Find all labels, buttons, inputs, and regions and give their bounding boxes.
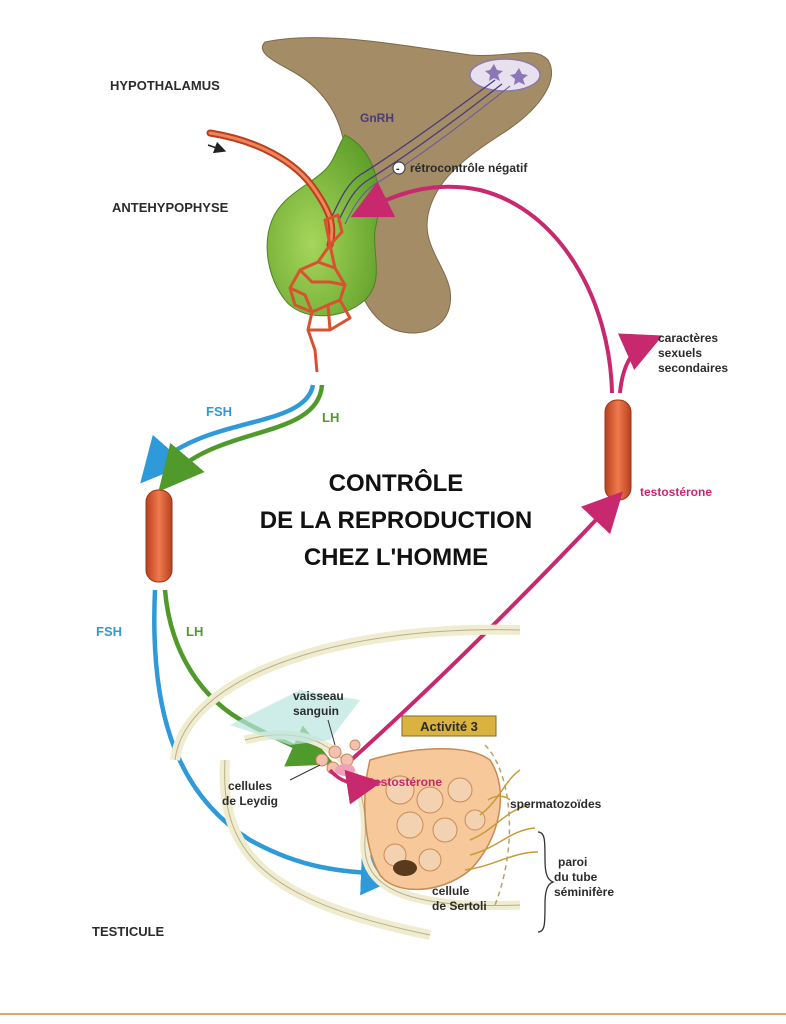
leydig-cell (349, 739, 361, 751)
germ-cell (418, 848, 442, 872)
fsh-label-bottom: FSH (96, 624, 122, 639)
antehypophyse-label: ANTEHYPOPHYSE (112, 200, 229, 215)
title-line-2: DE LA REPRODUCTION (260, 507, 532, 534)
portal-arrow-icon (207, 141, 227, 154)
capillary-network (288, 213, 352, 373)
germ-cell (447, 777, 473, 803)
germ-cell (416, 786, 444, 814)
caracteres-label-1: caractères (658, 331, 718, 345)
testosterone-label-inner: testostérone (370, 775, 442, 789)
lh-label-bottom: LH (186, 624, 203, 639)
cellules-leydig-label-1: cellules (228, 779, 272, 793)
blood-vessel-left (145, 489, 173, 583)
neuron-star-1-icon (485, 64, 503, 81)
paroi-brace (537, 831, 555, 933)
spermatozoid (464, 851, 539, 871)
activite-badge (401, 715, 497, 737)
lh-arrow-bottom (162, 589, 335, 767)
spermatozoid (469, 804, 531, 841)
spermatozoid (469, 827, 536, 856)
blood-vessel-right (604, 399, 632, 501)
spermatozoid (479, 769, 521, 816)
germ-cell (385, 775, 415, 805)
leydig-pointer (289, 764, 321, 781)
lh-arrow-top (158, 384, 325, 492)
caracteres-label-3: secondaires (658, 361, 728, 375)
hypothalamus-label: HYPOTHALAMUS (110, 78, 220, 93)
gnrh-axon-1 (329, 79, 496, 221)
caracteres-arrow (617, 333, 663, 394)
lumen-dashed-line (484, 744, 511, 906)
lh-label-top: LH (322, 410, 339, 425)
blood-capillary-testis (335, 764, 355, 776)
activite-label: Activité 3 (420, 719, 478, 734)
paroi-label-3: séminifère (554, 885, 614, 899)
caracteres-label-2: sexuels (658, 346, 702, 360)
germ-cell (432, 817, 458, 843)
fsh-label-top: FSH (206, 404, 232, 419)
cellule-sertoli-label-2: de Sertoli (432, 899, 487, 913)
gnrh-axon-2 (337, 83, 503, 223)
retrocontrole-arrow (350, 181, 614, 394)
antehypophyse-shape (266, 134, 380, 317)
cellule-sertoli-label-1: cellule (432, 884, 470, 898)
testicule-label: TESTICULE (92, 924, 165, 939)
vaisseau-pointer (327, 719, 336, 746)
sertoli-nucleus (393, 860, 417, 876)
testosterone-arrow-to-blood (338, 491, 623, 772)
interstitial-zone (230, 690, 360, 745)
minus-sign-icon (392, 161, 406, 175)
cellules-leydig-label-2: de Leydig (222, 794, 278, 808)
leydig-cell (328, 745, 342, 759)
title-line-3: CHEZ L'HOMME (304, 544, 488, 571)
vaisseau-label-1: vaisseau (293, 689, 344, 703)
testosterone-label-right: testostérone (640, 485, 712, 499)
germ-cell (396, 811, 424, 839)
paroi-label-1: paroi (558, 855, 587, 869)
testosterone-arrow-inner (328, 768, 382, 805)
retrocontrole-label: rétrocontrôle négatif (410, 161, 528, 175)
gnrh-label: GnRH (360, 111, 394, 125)
paroi-label-2: du tube (554, 870, 598, 884)
bottom-separator (0, 1013, 786, 1015)
neuron-cluster (469, 58, 541, 92)
spermatozoides-label: spermatozoïdes (510, 797, 602, 811)
vaisseau-label-2: sanguin (293, 704, 339, 718)
fsh-arrow-top (140, 384, 316, 484)
leydig-cell (315, 753, 329, 767)
spermatozoid-to-label (487, 795, 511, 801)
title-line-1: CONTRÔLE (329, 469, 464, 497)
retrocontrole-sign: - (396, 163, 400, 175)
neuron-star-2-icon (510, 68, 528, 85)
